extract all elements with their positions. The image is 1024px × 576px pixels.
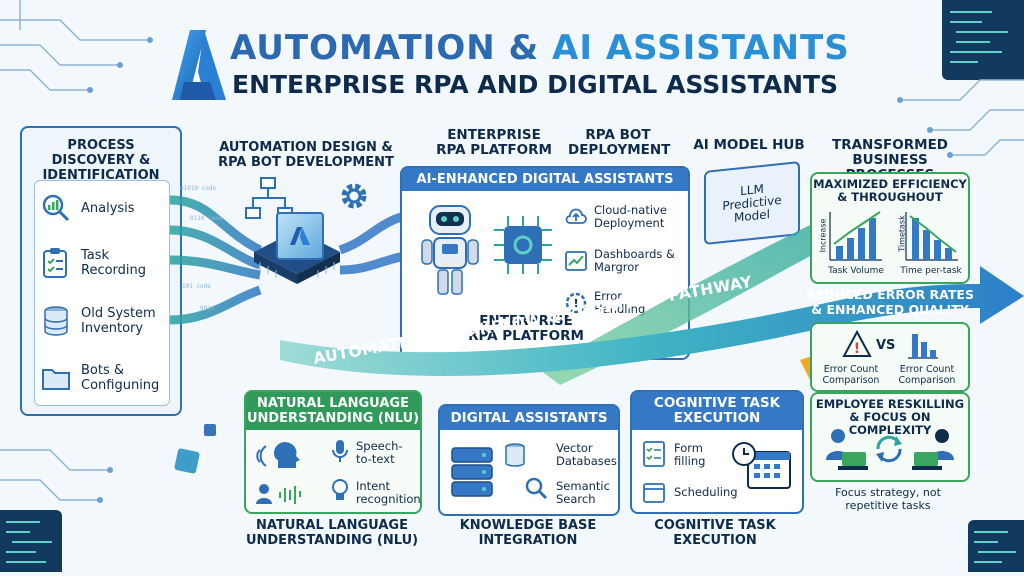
- calendar-clock-icon: [732, 442, 791, 489]
- circuit-decoration-right: [897, 79, 1024, 158]
- cognitive-item-label: Scheduling: [674, 485, 738, 499]
- svg-text:!: !: [854, 341, 860, 357]
- digital-assistants-title: DIGITAL ASSISTANTS: [440, 406, 618, 430]
- panel-item: Cloud-native Deployment: [564, 204, 686, 230]
- ai-enhanced-assistants-footer: ENTERPRISE RPA PLATFORM: [468, 313, 584, 344]
- error-right-label: Error Count Comparison: [898, 364, 956, 386]
- search-icon: [525, 477, 548, 500]
- circuit-decoration-bottom-left: [0, 449, 113, 503]
- list-item-label: Bots & Configuning: [81, 363, 160, 393]
- gear-icon: [341, 183, 367, 209]
- warning-gear-icon: !: [565, 292, 587, 314]
- cloud-upload-icon: [565, 208, 587, 224]
- cognitive-task-footer: COGNITIVE TASK EXECUTION: [654, 518, 776, 548]
- svg-text:0110 code: 0110 code: [190, 215, 223, 222]
- error-comparison-panel: ! VS Error Count Comparison Error Count …: [810, 322, 970, 392]
- error-rates-title: REDUCED ERROR RATES & ENHANCED QUALITY: [806, 287, 974, 317]
- code-screen-bottom-left: [0, 510, 62, 572]
- ai-enhanced-assistants-title: AI-ENHANCED DIGITAL ASSISTANTS: [402, 168, 688, 191]
- warning-triangle-icon: !: [842, 330, 872, 357]
- error-bars-icon: [908, 334, 938, 359]
- reskilling-panel: EMPLOYEE RESKILLING & FOCUS ON COMPLEXIT…: [810, 392, 970, 482]
- ai-chip-icon: [494, 216, 552, 274]
- panel-item: ! Error Handling: [564, 290, 664, 316]
- nlu-item-label: Intent recognition: [356, 479, 421, 506]
- list-item: Analysis: [41, 193, 135, 223]
- enterprise-rpa-platform-label: ENTERPRISE RPA PLATFORM: [436, 127, 552, 158]
- page-title: AUTOMATION & AI ASSISTANTS: [230, 28, 850, 68]
- reskilling-title: EMPLOYEE RESKILLING & FOCUS ON COMPLEXIT…: [815, 397, 965, 437]
- nlu-footer: NATURAL LANGUAGE UNDERSTANDING (NLU): [245, 518, 419, 548]
- lightbulb-icon: [332, 479, 348, 500]
- calendar-icon: [643, 483, 665, 503]
- process-discovery-panel: PROCESS DISCOVERY & IDENTIFICATION Analy…: [20, 126, 182, 416]
- robot-icon: [421, 205, 479, 295]
- ai-model-hub-label: AI MODEL HUB: [693, 137, 805, 153]
- employee-at-laptop-icon: [912, 429, 954, 470]
- chart1-label: Task Volume: [828, 266, 884, 276]
- task-volume-chart-icon: [829, 211, 882, 261]
- panel-item-label: Dashboards & Margror: [594, 247, 676, 274]
- process-discovery-title: PROCESS DISCOVERY & IDENTIFICATION: [42, 138, 160, 183]
- form-checklist-icon: [643, 441, 665, 467]
- nlu-panel: NATURAL LANGUAGE UNDERSTANDING (NLU) Spe…: [244, 390, 422, 514]
- folder-icon: [42, 369, 70, 390]
- cognitive-task-title: COGNITIVE TASK EXECUTION: [632, 392, 802, 430]
- nlu-title: NATURAL LANGUAGE UNDERSTANDING (NLU): [246, 392, 420, 430]
- cube-decoration: [173, 447, 201, 475]
- chart2-label: Time per-task: [900, 266, 962, 276]
- chip-cube: [276, 212, 324, 260]
- cognitive-task-panel: COGNITIVE TASK EXECUTION Form filling Sc…: [630, 390, 804, 514]
- svg-text:01010 code: 01010 code: [180, 185, 217, 192]
- cognitive-item-label: Form filling: [674, 441, 706, 468]
- digital-assistants-footer: KNOWLEDGE BASE INTEGRATION: [459, 518, 597, 548]
- efficiency-panel: MAXIMIZED EFFICIENCY & THROUGHOUT Increa…: [810, 172, 970, 284]
- automation-design-label: AUTOMATION DESIGN & RPA BOT DEVELOPMENT: [218, 140, 394, 170]
- efficiency-title: MAXIMIZED EFFICIENCY & THROUGHOUT: [813, 177, 967, 204]
- microphone-icon: [332, 440, 348, 462]
- code-screen-bottom-right: [968, 520, 1024, 572]
- svg-text:!: !: [573, 297, 578, 310]
- database-icon: [44, 306, 68, 336]
- speaking-head-icon: [256, 442, 300, 468]
- page-subtitle: ENTERPRISE RPA AND DIGITAL ASSISTANTS: [232, 70, 839, 99]
- clipboard-checklist-icon: [43, 248, 67, 278]
- error-left-label: Error Count Comparison: [822, 364, 880, 386]
- list-item: Task Recording: [41, 247, 155, 279]
- server-stack-icon: [451, 447, 493, 497]
- process-discovery-list: Analysis Task Recording Old System Inven…: [34, 180, 170, 406]
- azure-mini-logo-icon: [290, 227, 310, 245]
- reskilling-caption: Focus strategy, not repetitive tasks: [835, 486, 941, 512]
- digital-assistants-panel: DIGITAL ASSISTANTS Vector Databases Sema…: [438, 404, 620, 516]
- svg-text:101 code: 101 code: [182, 283, 211, 290]
- vs-label: VS: [876, 338, 896, 353]
- chart2-axis-label: Timetask: [897, 215, 907, 252]
- svg-text:0011: 0011: [200, 305, 215, 312]
- reskilling-cycle-icon: [876, 435, 902, 463]
- code-screen-top-right: [942, 0, 1024, 80]
- rpa-bot-deployment-label: RPA BOT DEPLOYMENT: [568, 127, 671, 158]
- list-item-label: Analysis: [81, 200, 135, 216]
- cube-decoration: [204, 424, 216, 436]
- circuit-decoration-top-left: [0, 0, 153, 93]
- database-icon: [505, 443, 525, 467]
- magnifier-chart-icon: [42, 194, 70, 222]
- employee-at-laptop-icon: [826, 429, 868, 470]
- list-item-label: Old System Inventory: [81, 306, 156, 336]
- user-soundwave-icon: [256, 484, 301, 504]
- nlu-item-label: Speech-to-text: [356, 439, 403, 466]
- list-item-label: Task Recording: [81, 248, 147, 278]
- digital-assistants-item-label: Semantic Search: [556, 479, 610, 506]
- panel-item-label: Error Handling: [594, 289, 646, 316]
- panel-item-label: Cloud-native Deployment: [594, 203, 667, 230]
- dashboard-chart-icon: [565, 251, 587, 271]
- azure-logo-icon: [172, 30, 226, 100]
- time-per-task-chart-icon: [905, 212, 958, 261]
- digital-assistants-item-label: Vector Databases: [556, 441, 617, 468]
- list-item: Bots & Configuning: [41, 363, 165, 393]
- list-item: Old System Inventory: [41, 305, 161, 337]
- panel-item: Dashboards & Margror: [564, 248, 686, 274]
- chart1-axis-label: Increase: [818, 218, 828, 253]
